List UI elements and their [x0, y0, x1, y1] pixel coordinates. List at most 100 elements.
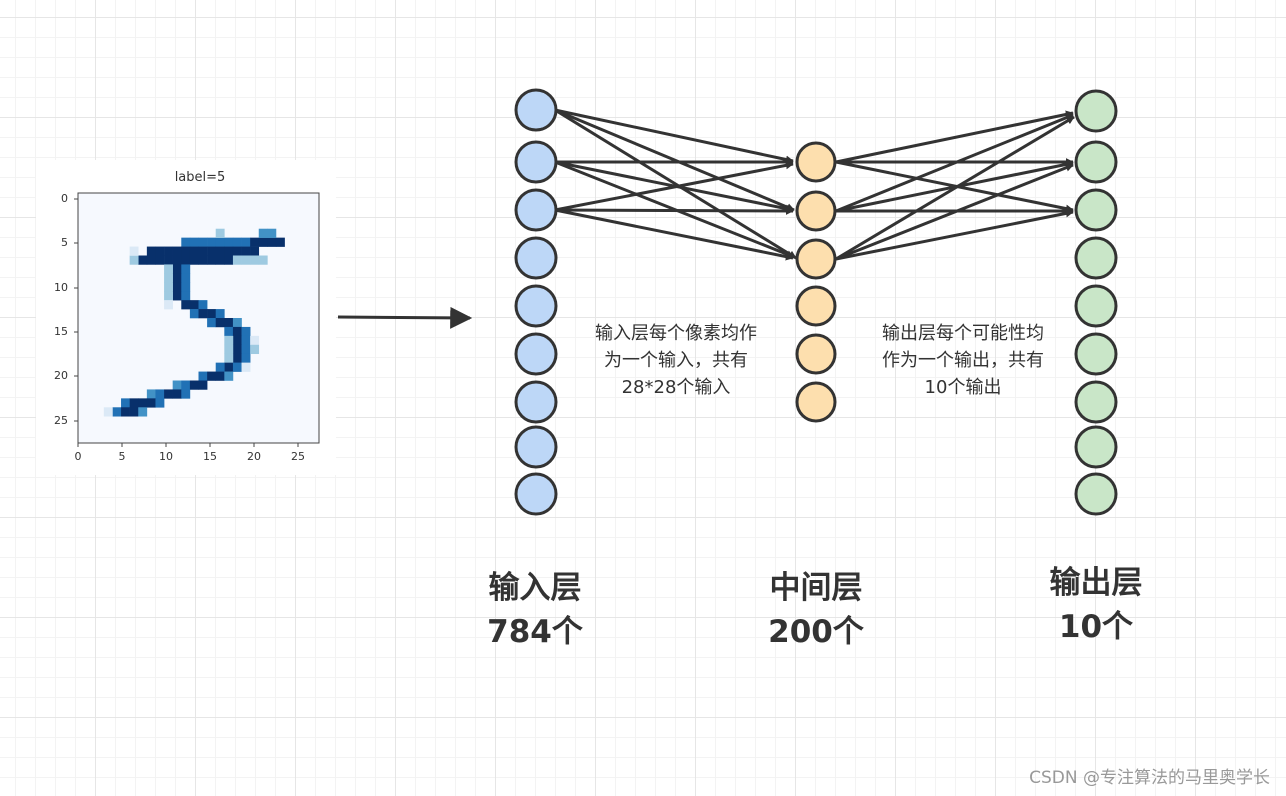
digit-pixel: [172, 389, 182, 399]
digit-pixel: [172, 255, 182, 265]
digit-pixel: [181, 300, 191, 310]
digit-pixel: [189, 237, 199, 247]
axis-ticks: [74, 198, 299, 447]
digit-pixel: [215, 228, 225, 238]
input-node: [514, 140, 558, 184]
digit-pixel: [164, 300, 173, 310]
digit-pixel: [215, 255, 225, 265]
digit-pixel: [207, 318, 217, 328]
digit-pixel: [138, 255, 148, 265]
input-node: [514, 236, 558, 280]
digit-pixel: [232, 335, 242, 346]
digit-pixel: [189, 246, 199, 256]
output-node: [1074, 425, 1118, 469]
x-tick: 0: [74, 450, 82, 463]
digit-pixel: [198, 300, 208, 310]
digit-pixel: [189, 300, 199, 310]
digit-pixel: [258, 228, 268, 238]
input-layer-nodes: [514, 88, 558, 516]
output-node: [1074, 188, 1118, 232]
y-tick: 25: [54, 414, 68, 427]
digit-pixel: [224, 237, 234, 247]
digit-pixel: [207, 309, 217, 319]
digit-pixel: [129, 407, 139, 417]
digit-pixel: [215, 246, 225, 256]
digit-pixel: [155, 389, 165, 399]
digit-pixel: [121, 407, 130, 417]
digit-pixel: [224, 344, 234, 355]
digit-pixel: [241, 344, 251, 355]
digit-pixel: [181, 291, 191, 301]
y-tick: 0: [61, 192, 68, 205]
output-node: [1074, 332, 1118, 376]
digit-pixel: [207, 237, 217, 247]
digit-pixel: [232, 237, 242, 247]
digit-pixel: [189, 309, 199, 319]
digit-pixel: [207, 255, 217, 265]
hidden-node: [795, 381, 837, 423]
digit-pixel: [241, 353, 251, 363]
digit-pixel: [112, 407, 122, 417]
digit-pixel: [241, 362, 251, 372]
digit-pixel: [232, 326, 242, 337]
digit-pixel: [267, 228, 277, 238]
hidden-output-connections: [835, 110, 1075, 261]
digit-image: [74, 192, 320, 447]
x-tick: 20: [247, 450, 261, 463]
input-node: [514, 332, 558, 376]
digit-pixel: [181, 246, 191, 256]
y-tick: 10: [54, 281, 68, 294]
digit-pixel: [181, 282, 191, 292]
hidden-node: [795, 141, 837, 183]
digit-pixel: [232, 318, 242, 328]
digit-pixel: [164, 389, 173, 399]
output-layer-note: 输出层每个可能性均 作为一个输出，共有 10个输出: [882, 323, 1044, 398]
digit-pixel: [155, 398, 165, 408]
digit-pixel: [232, 362, 242, 372]
y-tick: 15: [54, 325, 68, 338]
digit-pixel: [224, 326, 234, 337]
output-layer-label: 输出层 10个: [1049, 565, 1143, 645]
digit-pixels: [103, 228, 285, 417]
digit-pixel: [198, 371, 208, 381]
input-node: [514, 380, 558, 424]
digit-pixel: [198, 380, 208, 390]
output-node: [1074, 284, 1118, 328]
digit-pixel: [267, 237, 277, 247]
digit-pixel: [250, 246, 260, 256]
digit-pixel: [250, 255, 260, 265]
digit-pixel: [241, 326, 251, 337]
digit-pixel: [172, 264, 182, 274]
digit-pixel: [155, 246, 165, 256]
digit-pixel: [146, 389, 156, 399]
digit-pixel: [172, 380, 182, 390]
digit-pixel: [232, 353, 242, 363]
digit-pixel: [189, 255, 199, 265]
digit-pixel: [172, 246, 182, 256]
digit-pixel: [250, 335, 260, 346]
digit-pixel: [224, 335, 234, 346]
digit-pixel: [224, 255, 234, 265]
digit-pixel: [232, 255, 242, 265]
digit-pixel: [129, 398, 139, 408]
digit-pixel: [275, 237, 285, 247]
plot-title: label=5: [174, 170, 226, 185]
digit-pixel: [215, 371, 225, 381]
output-node: [1074, 472, 1118, 516]
digit-pixel: [129, 246, 139, 256]
digit-pixel: [181, 380, 191, 390]
digit-pixel: [250, 344, 260, 355]
digit-pixel: [198, 237, 208, 247]
digit-pixel: [164, 291, 173, 301]
hidden-node: [795, 285, 837, 327]
output-node: [1074, 380, 1118, 424]
digit-pixel: [164, 255, 173, 265]
watermark: CSDN @专注算法的马里奥学长: [1029, 768, 1270, 788]
image-to-input-arrow: [337, 306, 473, 329]
input-node: [514, 425, 558, 469]
digit-pixel: [241, 246, 251, 256]
digit-pixel: [207, 371, 217, 381]
digit-pixel: [121, 398, 130, 408]
input-layer-label: 输入层 784个: [487, 570, 583, 650]
